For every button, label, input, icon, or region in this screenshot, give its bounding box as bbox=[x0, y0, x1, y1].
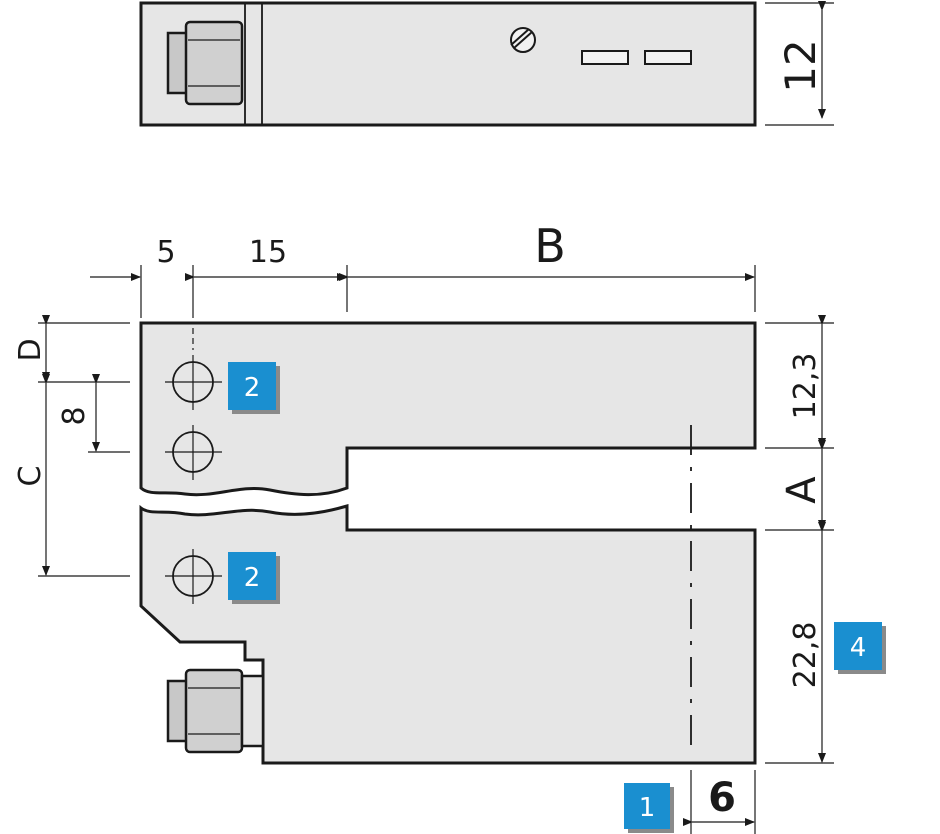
dim-slot-width-label: A bbox=[779, 476, 825, 504]
front-view: 5 15 B D 8 C 12,3 A 22,8 6 2 bbox=[13, 219, 886, 834]
badge-mounting-hole-lower: 2 bbox=[228, 552, 280, 604]
svg-text:2: 2 bbox=[244, 373, 261, 403]
dim-upper-arm-label: 12,3 bbox=[788, 353, 823, 420]
badge-lower-arm-ref: 4 bbox=[834, 622, 886, 674]
dim-hole-offset-label: 15 bbox=[249, 235, 287, 270]
badge-optical-axis-ref: 1 bbox=[624, 783, 674, 833]
mounting-hole-1-icon bbox=[165, 355, 222, 410]
led-indicator-2 bbox=[644, 50, 692, 65]
dim-height-label: 12 bbox=[776, 39, 825, 92]
top-view: 12 bbox=[139, 1, 834, 127]
dim-slot-depth-label: B bbox=[534, 219, 566, 273]
mounting-hole-2-icon bbox=[165, 425, 222, 480]
screw-icon bbox=[510, 27, 536, 53]
badge-mounting-hole-upper: 2 bbox=[228, 362, 280, 414]
dim-optical-axis-label: 6 bbox=[708, 775, 736, 821]
dim-left-offset-label: 5 bbox=[156, 235, 175, 270]
mounting-hole-3-icon bbox=[165, 549, 222, 604]
svg-text:2: 2 bbox=[244, 563, 261, 593]
svg-text:1: 1 bbox=[639, 793, 656, 823]
top-connector-icon bbox=[166, 20, 244, 106]
dim-top-gap-label: D bbox=[13, 338, 48, 361]
led-indicator-1 bbox=[581, 50, 629, 65]
dim-lower-arm-label: 22,8 bbox=[788, 622, 823, 689]
svg-text:4: 4 bbox=[850, 633, 867, 663]
upper-arm bbox=[139, 321, 757, 497]
dim-hole-spacing-label: 8 bbox=[57, 406, 92, 425]
bottom-connector-icon bbox=[166, 668, 265, 754]
dim-hole-range-label: C bbox=[13, 466, 48, 487]
lower-arm bbox=[139, 503, 757, 765]
